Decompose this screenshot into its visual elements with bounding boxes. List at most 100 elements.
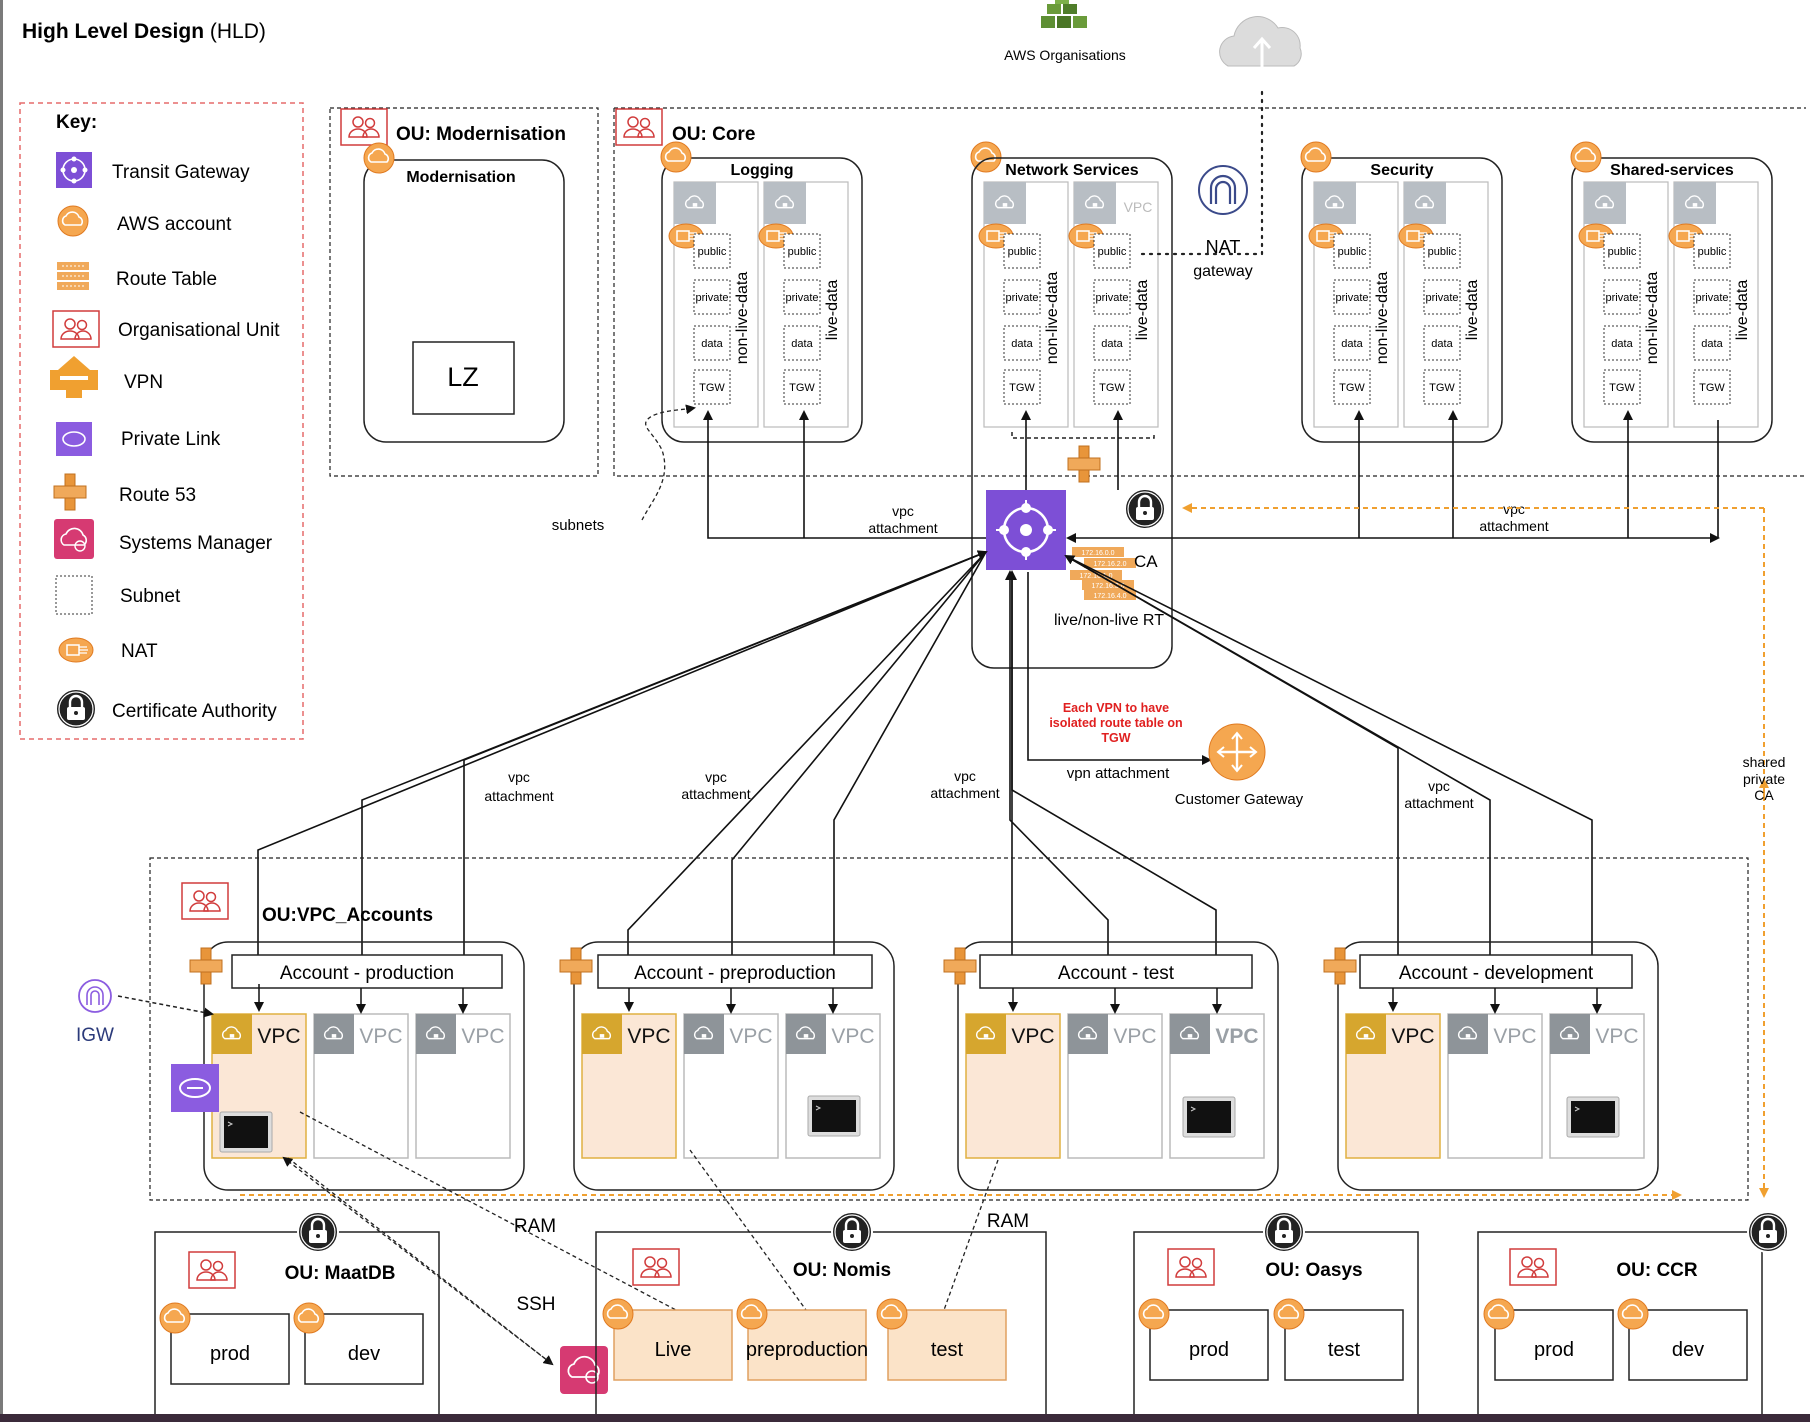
core-account-box: [1571, 157, 1773, 443]
bottom-account-label: test: [1328, 1339, 1361, 1361]
bottom-account-label: prod: [210, 1343, 250, 1365]
core-vpc-tag: [1674, 182, 1716, 224]
bottom-ou-lock-icon: [830, 1210, 874, 1254]
customer-gateway-icon: [1208, 723, 1266, 781]
core-subnet-label: private: [1335, 292, 1368, 304]
key-label-transit-gateway: Transit Gateway: [112, 162, 250, 183]
non-live-data-label: non-live-data: [1644, 272, 1661, 365]
core-left-vpc-label: vpc: [892, 503, 914, 519]
vpc-tag: [314, 1014, 354, 1054]
vpc-account-header: [231, 954, 503, 989]
test-terminal-icon: [1182, 1096, 1236, 1138]
bottom-account-icon: [876, 1298, 908, 1330]
customer-gateway-label: Customer Gateway: [1175, 791, 1304, 808]
core-subnet-label: public: [1698, 246, 1727, 258]
core-subnet-label: public: [1008, 246, 1037, 258]
core-subnet-box: [693, 279, 731, 315]
attach-dev-attachment-label: attachment: [1404, 795, 1473, 811]
bottom-ou-icon: [188, 1251, 236, 1289]
bottom-ou-lock-icon: [1746, 1210, 1790, 1254]
core-subnet-box: [1093, 325, 1131, 361]
route-table-cell: [1084, 558, 1136, 568]
bottom-account-box: [1149, 1309, 1269, 1381]
vpn-note-line-2: isolated route table on: [1049, 716, 1182, 730]
vpc-tag: [416, 1014, 456, 1054]
key-label-certificate-authority: Certificate Authority: [112, 701, 277, 722]
vpc-label: VPC: [257, 1025, 300, 1048]
attach-preprod-attachment-label: attachment: [681, 786, 750, 802]
account-attachment-lines: [257, 550, 1593, 985]
core-subnet-label: public: [1608, 246, 1637, 258]
vpc-account-header: [1359, 954, 1633, 989]
key-label-route-table: Route Table: [116, 269, 217, 290]
bottom-account-label: prod: [1534, 1339, 1574, 1361]
ram-label-right: RAM: [987, 1211, 1029, 1232]
live-data-label: live-data: [1734, 280, 1751, 341]
nat-gateway-icon: [1198, 165, 1248, 215]
route-table-cell-label: 172.16.1.0: [1079, 573, 1112, 580]
bottom-account-label: dev: [1672, 1339, 1704, 1361]
key-route-53-icon: [53, 473, 87, 511]
core-vpc-tag: [1404, 182, 1446, 224]
bottom-account-label: preproduction: [746, 1339, 868, 1361]
core-subnet-label: TGW: [1429, 382, 1455, 394]
core-vpc-tag-cloud-icon: [684, 195, 705, 209]
core-subnet-label: TGW: [1009, 382, 1035, 394]
network-services-box: [971, 157, 1173, 669]
systems-manager-icon: [560, 1346, 608, 1394]
live-data-label: live-data: [1134, 280, 1151, 341]
bottom-account-icon: [1138, 1298, 1170, 1330]
shared-ca-label-2: private: [1743, 771, 1785, 787]
core-subnet-box: [693, 369, 731, 405]
prod-terminal-icon: [219, 1111, 273, 1153]
core-account-label: Logging: [730, 162, 793, 179]
vpc-tag: [786, 1014, 826, 1054]
shared-ca-label-1: shared: [1743, 754, 1786, 770]
core-subnet-box: [1003, 279, 1041, 315]
core-account-label: Security: [1370, 162, 1433, 179]
lz-label: LZ: [447, 362, 479, 392]
live-vpc-box: [581, 1013, 677, 1159]
core-vpc-tag: [984, 182, 1026, 224]
window-bottom-bar: [0, 1414, 1810, 1422]
core-subnet-box: [1093, 369, 1131, 405]
modernisation-account-icon: [363, 142, 395, 174]
bottom-account-box: [1494, 1309, 1614, 1381]
core-attachment-lines: [703, 410, 1718, 538]
ou-core-box: [613, 107, 1806, 477]
route-table-cell: [1072, 547, 1124, 557]
core-subnet-box: [1693, 233, 1731, 269]
vpc-account-header: [597, 954, 873, 989]
vpc-tag: [212, 1014, 252, 1054]
internet-cloud-icon: [1219, 16, 1302, 92]
vpc-label: VPC: [1113, 1025, 1156, 1048]
vpc-label: VPC: [1391, 1025, 1434, 1048]
ou-vpc-accounts-label: OU:VPC_Accounts: [262, 905, 433, 926]
network-ca-lock-icon: [1123, 487, 1167, 531]
title-normal: (HLD): [204, 20, 266, 43]
vpc-account-route-53-icon: [943, 947, 977, 985]
subnets-label: subnets: [552, 517, 605, 534]
bottom-account-icon: [293, 1302, 325, 1334]
vpn-note-line-3: TGW: [1101, 731, 1130, 745]
ou-modernisation-icon: [340, 108, 388, 146]
core-vpc-tag: [1584, 182, 1626, 224]
core-subnet-box: [1333, 279, 1371, 315]
vpc-tag: [1346, 1014, 1386, 1054]
bottom-account-box: [613, 1309, 733, 1381]
core-subnet-label: TGW: [1339, 382, 1365, 394]
preprod-terminal-icon: [807, 1095, 861, 1137]
vpn-note-line-1: Each VPN to have: [1063, 701, 1169, 715]
vpc-tag: [1448, 1014, 1488, 1054]
core-subnet-label: public: [698, 246, 727, 258]
core-account-label: Shared-services: [1610, 162, 1734, 179]
bottom-ou-icon: [632, 1248, 680, 1286]
vpc-account-route-53-icon: [559, 947, 593, 985]
bottom-account-box: [747, 1309, 867, 1381]
bottom-account-box: [170, 1313, 290, 1385]
vpn-attachment-line: [1027, 572, 1212, 765]
key-label-nat: NAT: [121, 641, 158, 662]
